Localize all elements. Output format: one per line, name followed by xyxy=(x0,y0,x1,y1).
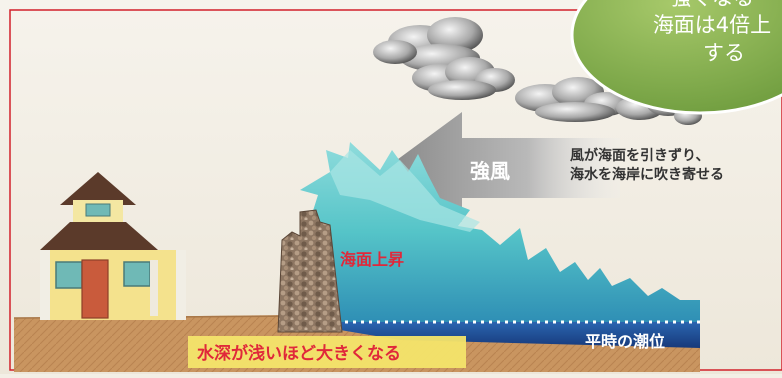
cloud-icon xyxy=(412,57,515,100)
callout-line-partial: 強くなる xyxy=(670,0,754,10)
cloud-icon xyxy=(515,77,628,122)
wind-arrow: 強風 xyxy=(390,112,620,222)
sea-rise-label: 海面上昇 xyxy=(340,250,404,269)
strong-wind-label: 強風 xyxy=(470,159,510,183)
wind-note-line-1: 風が海面を引きずり、 xyxy=(570,147,709,164)
house-icon xyxy=(40,172,186,320)
arrow-left-icon xyxy=(390,112,620,222)
wind-note-line-2: 海水を海岸に吹き寄せる xyxy=(570,166,724,183)
normal-tide-label: 平時の潮位 xyxy=(585,332,665,351)
shallow-water-label: 水深が浅いほど大きくなる xyxy=(197,343,401,364)
storm-clouds xyxy=(373,17,702,125)
breakwater xyxy=(277,209,343,333)
callout-line-1: 海面は4倍上 xyxy=(653,13,771,37)
shallow-water-note: 水深が浅いほど大きくなる xyxy=(188,336,466,368)
sea xyxy=(300,142,700,348)
sea-deep-layer xyxy=(330,322,700,348)
callout-line-2: する xyxy=(703,41,745,65)
callout-bubble: 強くなる 海面は4倍上 する xyxy=(570,0,782,115)
